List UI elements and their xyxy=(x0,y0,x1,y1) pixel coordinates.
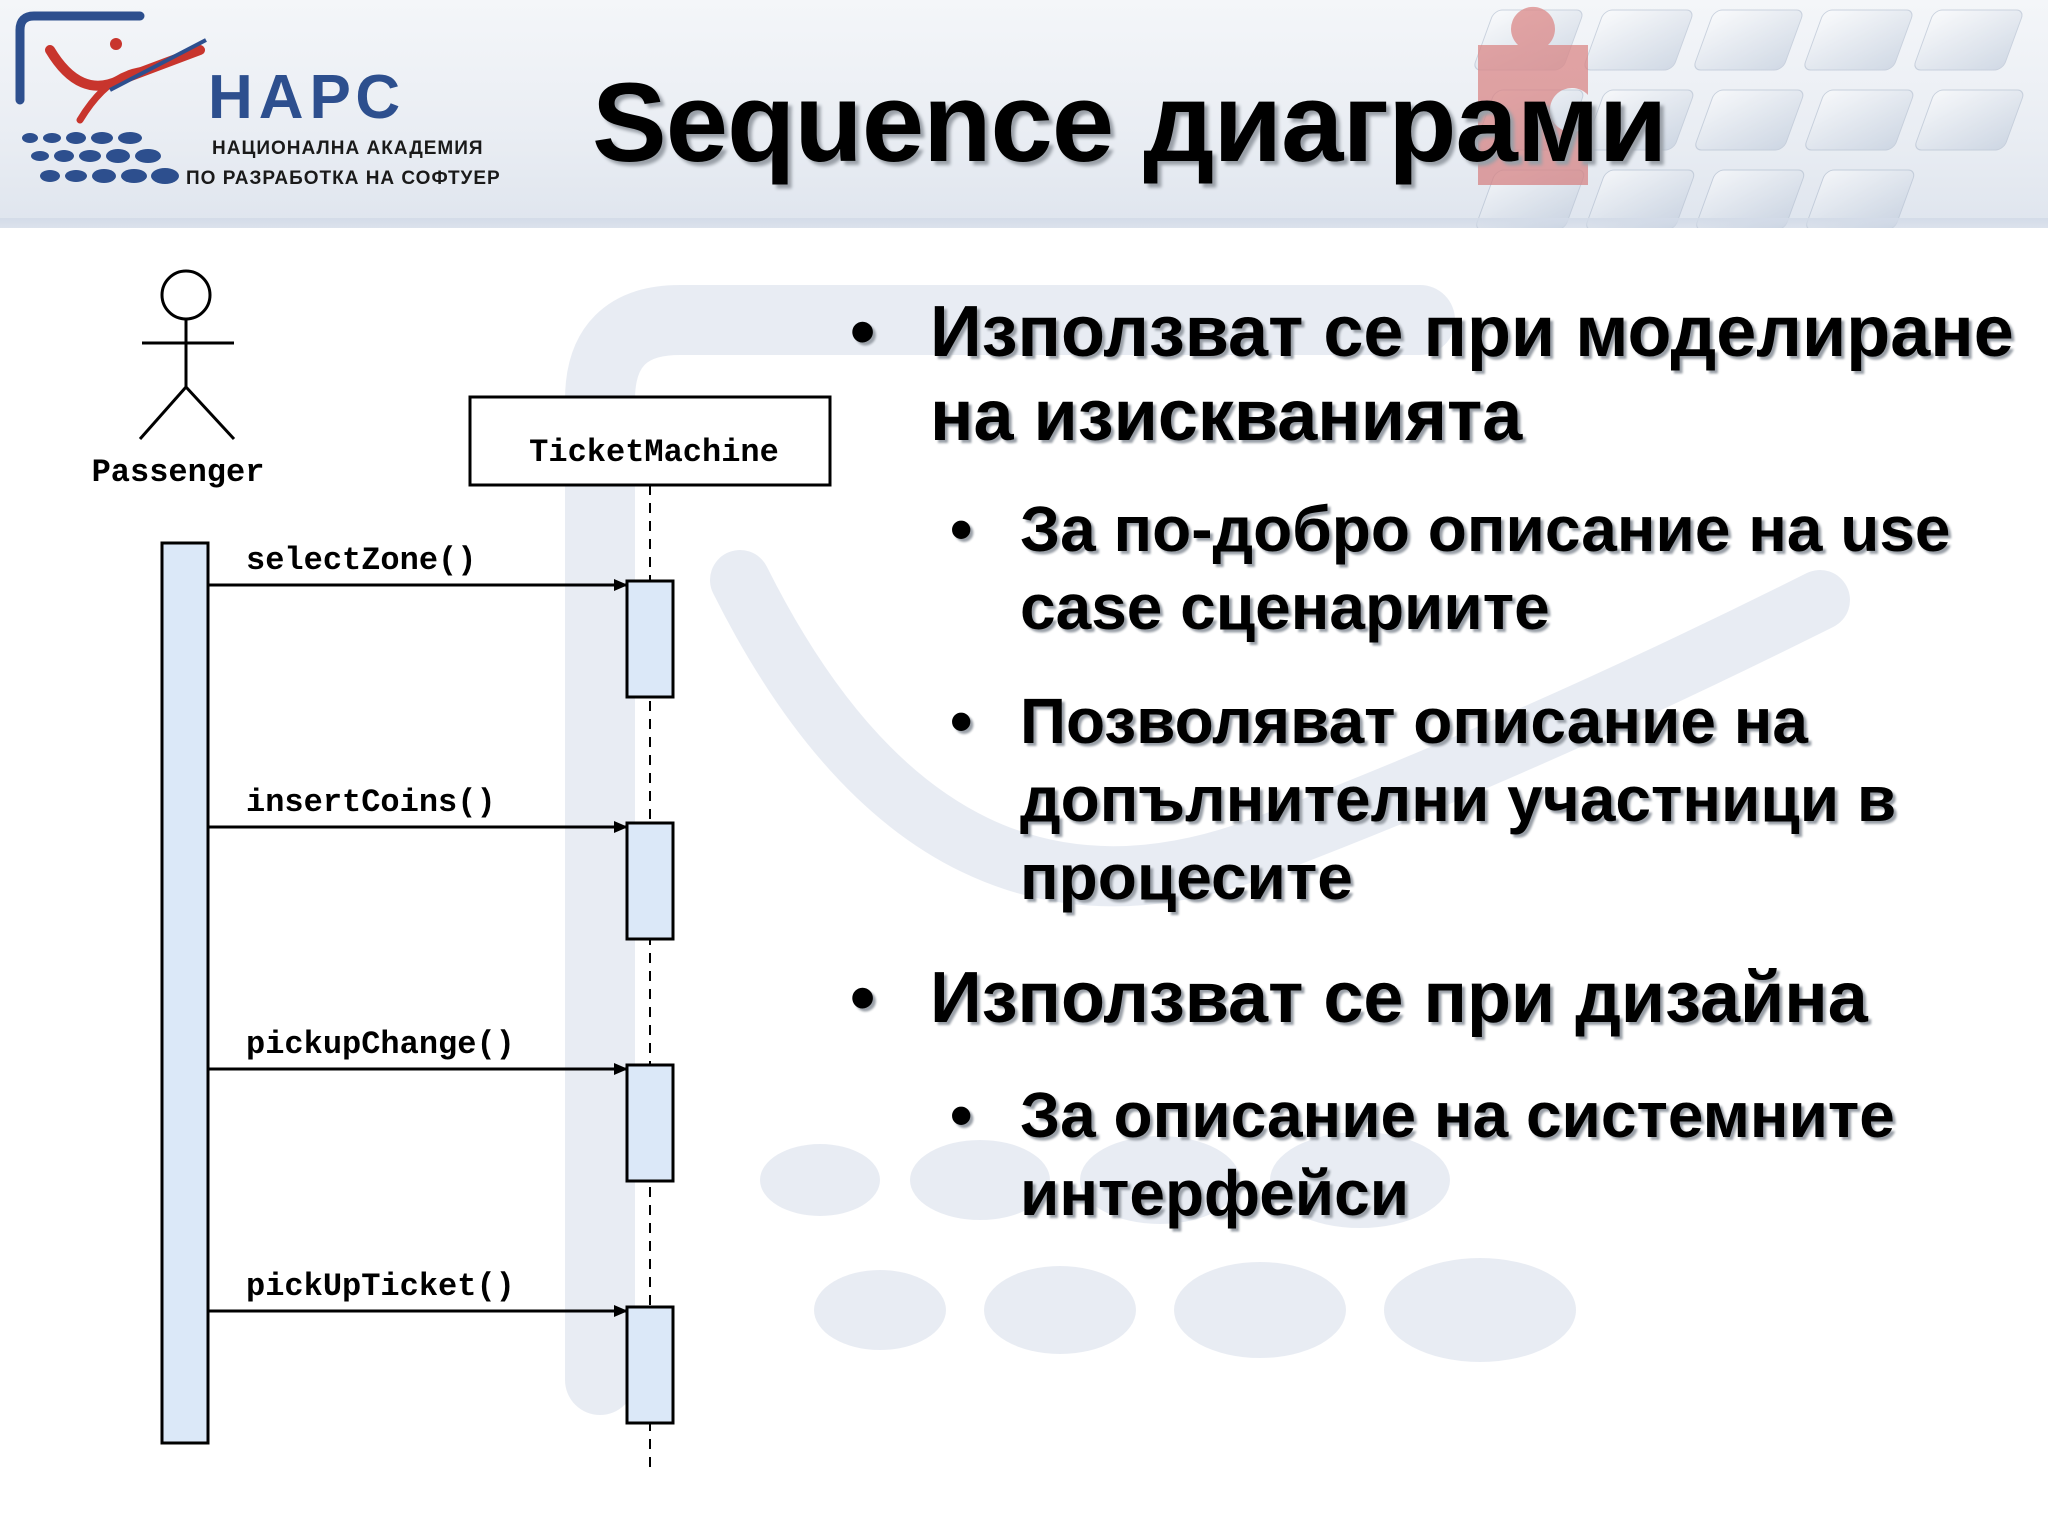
bullet-dot: • xyxy=(950,1079,973,1151)
object-activation-bar xyxy=(625,821,675,941)
bullet-item-2: • Използват се при дизайна xyxy=(840,956,2020,1040)
message-label: selectZone() xyxy=(246,542,476,579)
keyboard-decoration-icon xyxy=(1474,6,2024,228)
header-divider xyxy=(0,218,2048,228)
logo-acronym: НАРС xyxy=(208,63,406,132)
bullet-dot: • xyxy=(950,685,973,757)
object-box xyxy=(468,395,832,487)
academy-logo-icon: НАРС НАЦИОНАЛНА АКАДЕМИЯ ПО РАЗРАБОТКА Н… xyxy=(15,11,501,189)
bullet-text: За описание на системните интерфейси xyxy=(1020,1079,1895,1229)
bullet-dot: • xyxy=(850,958,876,1038)
bullet-text: За по-добро описание на use case сценари… xyxy=(1020,493,1951,643)
bullet-text: Позволяват описание на допълнителни учас… xyxy=(1020,685,1897,913)
actor-label: Passenger xyxy=(92,454,265,491)
watermark-logo-icon xyxy=(565,285,1850,1415)
bullet-dot: • xyxy=(950,493,973,565)
sequence-diagram: Passenger TicketMachine selectZone() inse… xyxy=(92,269,832,1475)
slide-header: НАРС НАЦИОНАЛНА АКАДЕМИЯ ПО РАЗРАБОТКА Н… xyxy=(0,0,2048,228)
logo-line-1: НАЦИОНАЛНА АКАДЕМИЯ xyxy=(212,138,484,159)
actor-activation-bar xyxy=(160,541,210,1445)
object-activation-bar xyxy=(625,579,675,699)
object-label: TicketMachine xyxy=(529,434,779,471)
stick-figure-icon xyxy=(138,269,236,441)
bullet-item-1-1: • За по-добро описание на use case сцена… xyxy=(840,490,2020,646)
object-activation-bar xyxy=(625,1063,675,1183)
message-label: insertCoins() xyxy=(246,784,496,821)
bullet-item-2-1: • За описание на системните интерфейси xyxy=(840,1076,2020,1232)
bullet-list: • Използват се при моделиране на изисква… xyxy=(840,290,2020,1232)
bullet-text: Използват се при моделиране на изисквани… xyxy=(930,292,2014,456)
puzzle-piece-icon xyxy=(1478,6,1588,185)
bullet-dot: • xyxy=(850,292,876,372)
slide-title: Sequence диаграми xyxy=(592,60,1668,185)
bullet-item-1-2: • Позволяват описание на допълнителни уч… xyxy=(840,682,2020,916)
bullet-text: Използват се при дизайна xyxy=(930,958,1868,1038)
object-activation-bar xyxy=(625,1305,675,1425)
message-label: pickUpTicket() xyxy=(246,1268,515,1305)
message-label: pickupChange() xyxy=(246,1026,515,1063)
bullet-item-1: • Използват се при моделиране на изисква… xyxy=(840,290,2020,458)
logo-line-2: ПО РАЗРАБОТКА НА СОФТУЕР xyxy=(186,168,501,189)
